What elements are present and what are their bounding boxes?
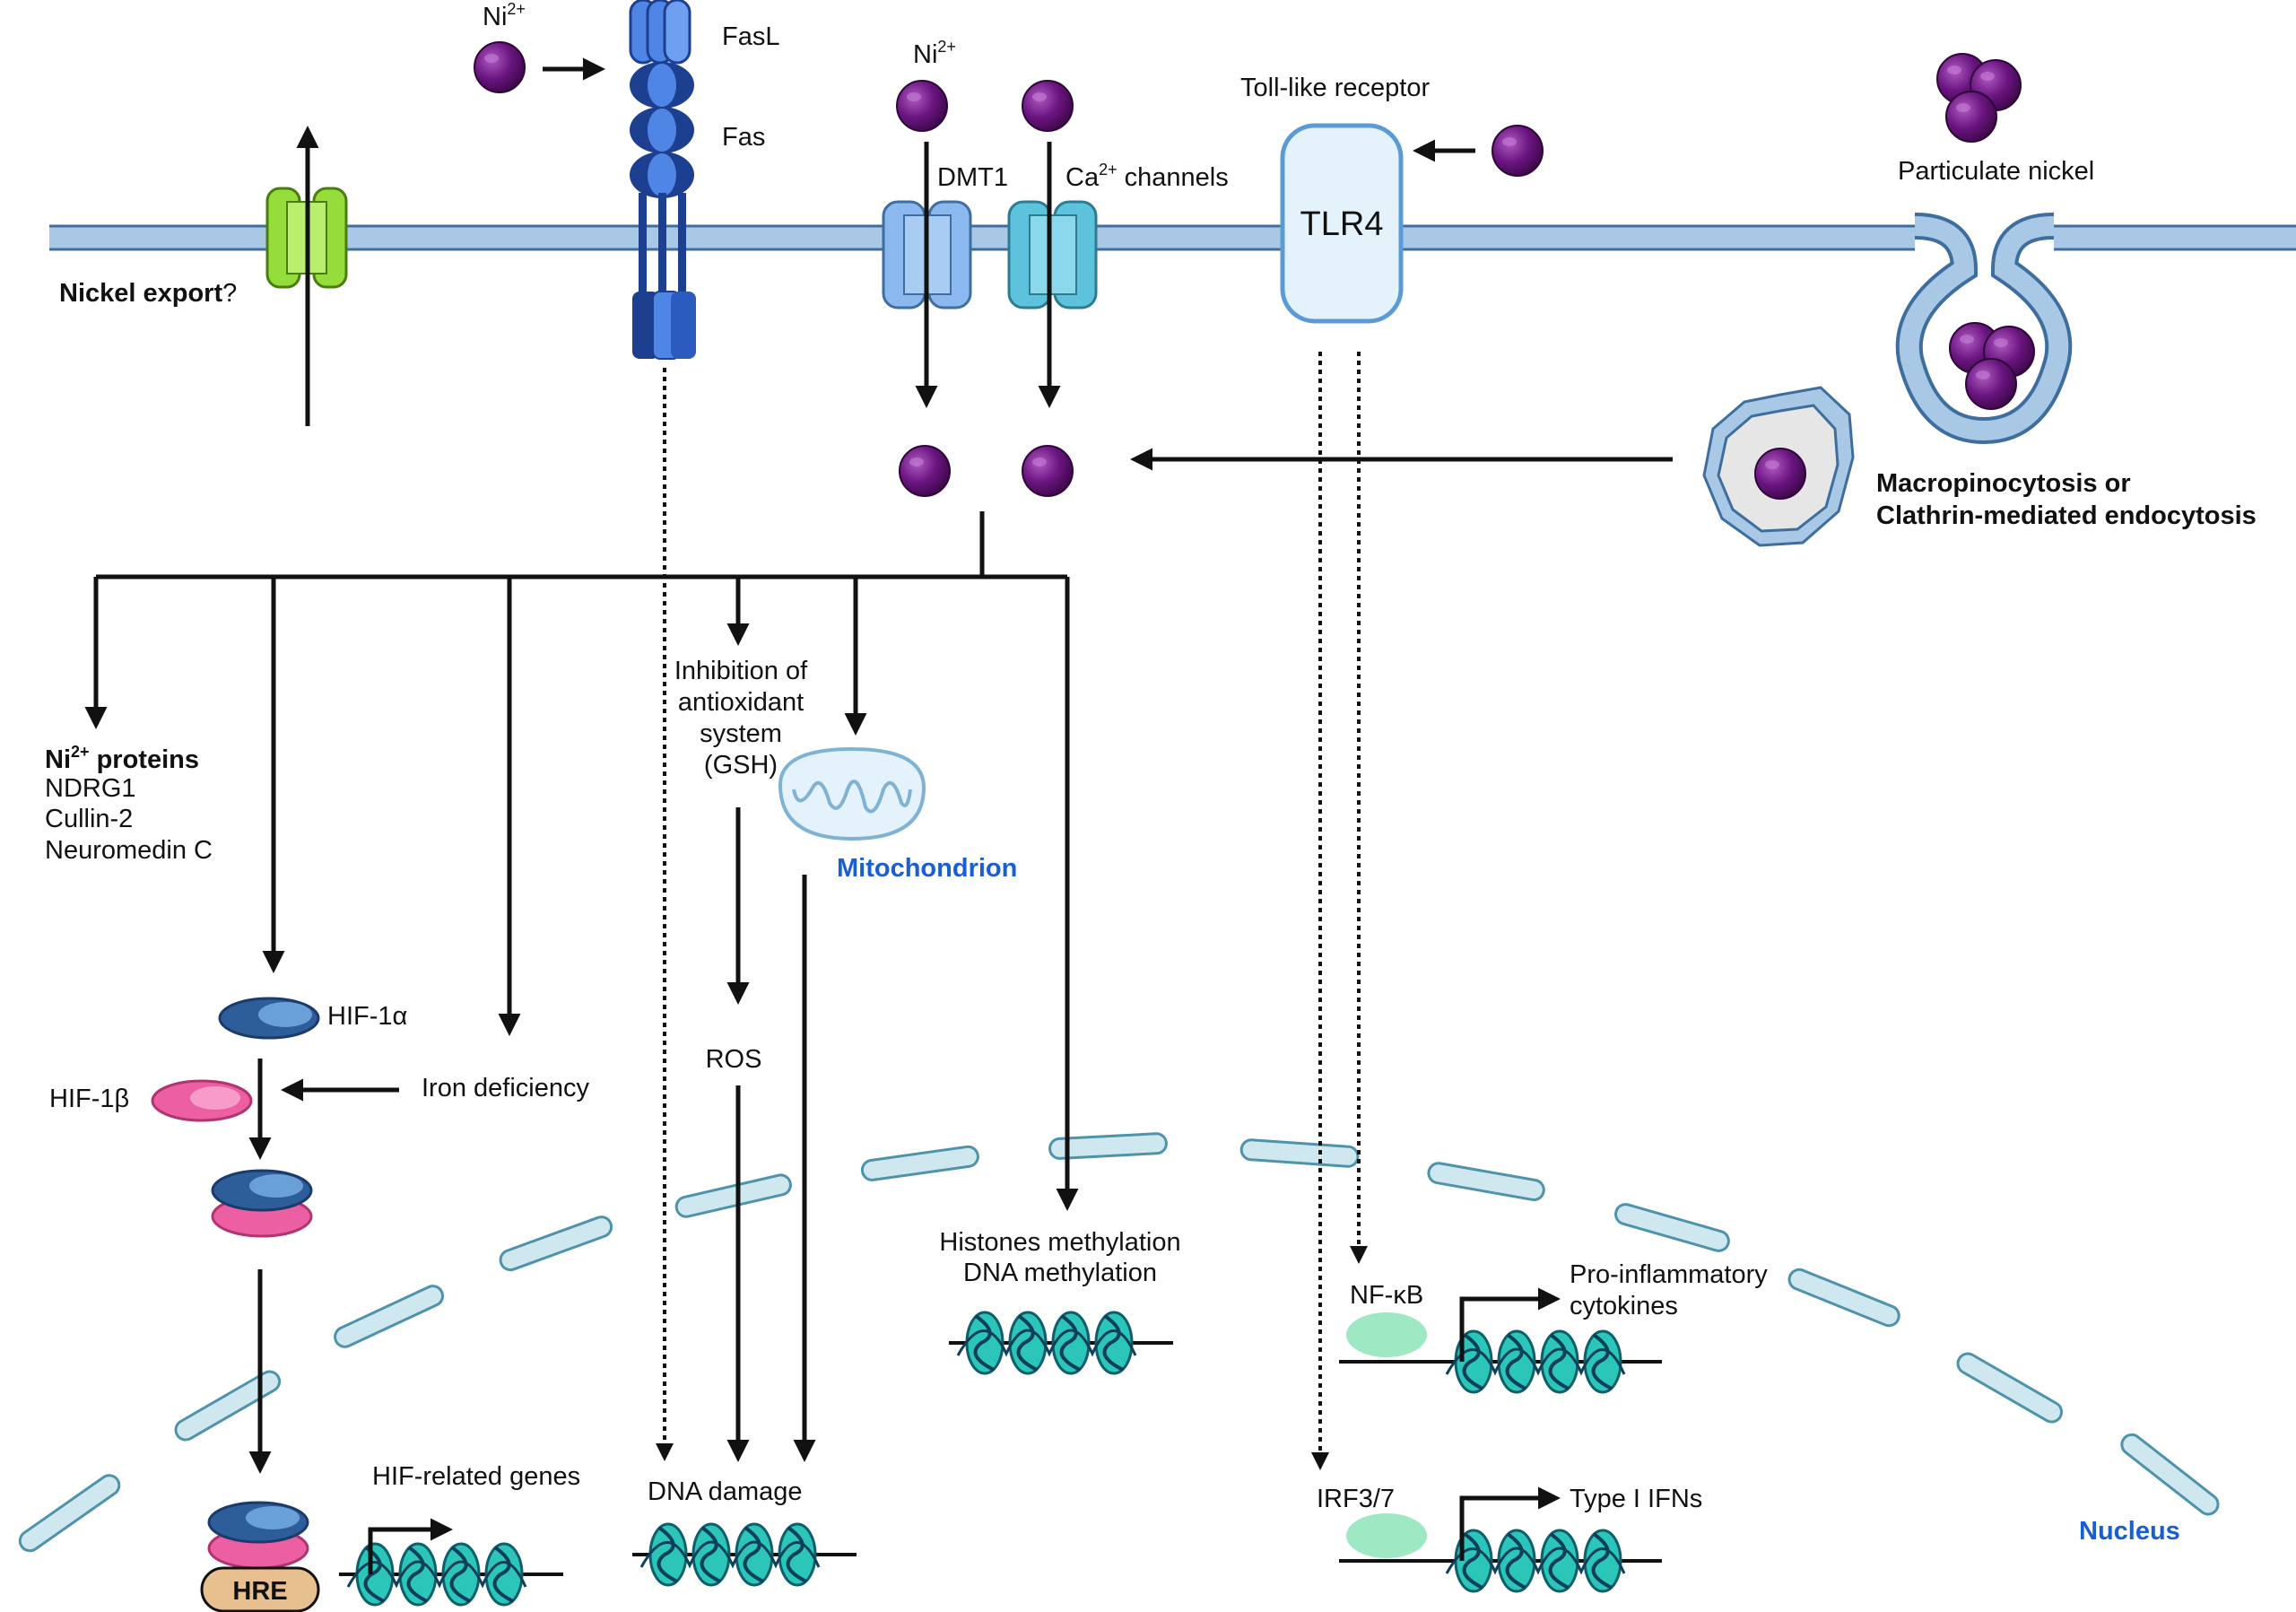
hre-label: HRE — [232, 1577, 287, 1606]
dna-damage-chromatin — [632, 1524, 857, 1585]
hif1a-label: HIF-1α — [327, 1002, 407, 1031]
inhibition-label-1: Inhibition of — [674, 657, 808, 685]
cullin-label: Cullin-2 — [45, 805, 133, 833]
type1-ifn-label: Type I IFNs — [1570, 1485, 1702, 1513]
epigenetic-chromatin — [949, 1312, 1173, 1373]
nickel-ion — [1492, 125, 1544, 177]
nickel-ion — [1022, 80, 1074, 132]
endosome-icon — [1702, 386, 1855, 547]
irf-protein — [1346, 1513, 1427, 1558]
hif-genes-label: HIF-related genes — [372, 1462, 580, 1491]
nfkb-protein — [1346, 1312, 1427, 1357]
hif1a-protein — [218, 997, 320, 1040]
nickel-ion — [896, 80, 948, 132]
fasl-label: FasL — [722, 22, 779, 51]
inhibition-label-4: (GSH) — [704, 751, 778, 780]
dna-damage-label: DNA damage — [648, 1477, 803, 1506]
nickel-export-channel — [265, 126, 348, 426]
hif-transcription-arrow — [368, 1518, 453, 1574]
nickel-particle — [1965, 358, 2017, 410]
tlr4-label: TLR4 — [1300, 205, 1384, 243]
cytokines-label: cytokines — [1570, 1292, 1678, 1320]
nfkb-label: NF-κB — [1350, 1281, 1423, 1310]
dna-methylation-label: DNA methylation — [963, 1259, 1157, 1287]
distribution-tree — [84, 511, 1079, 1211]
histone-methylation-label: Histones methylation — [939, 1228, 1180, 1257]
proinflammatory-label: Pro-inflammatory — [1570, 1260, 1768, 1289]
mitochondrion-icon — [778, 746, 926, 841]
mitochondrion-label: Mitochondrion — [837, 854, 1017, 883]
cytokine-gene-chromatin — [1438, 1331, 1662, 1392]
nfkb-transcription-arrow — [1459, 1287, 1561, 1362]
tlr-title-label: Toll-like receptor — [1240, 74, 1430, 102]
ni-dmt-label: Ni2+ — [913, 38, 956, 69]
fas-receptor — [474, 0, 696, 360]
nickel-export-label: Nickel export? — [59, 279, 237, 308]
nuclear-envelope — [18, 1132, 2220, 1553]
iron-deficiency-label: Iron deficiency — [422, 1074, 589, 1102]
irf-label: IRF3/7 — [1317, 1485, 1395, 1513]
nucleus-label: Nucleus — [2079, 1517, 2180, 1546]
ndrg1-label: NDRG1 — [45, 774, 136, 803]
nickel-ion — [1022, 445, 1074, 497]
nickel-particle — [1945, 91, 1997, 143]
irf-transcription-arrow — [1459, 1486, 1561, 1561]
hif1b-label: HIF-1β — [49, 1085, 129, 1113]
calcium-channel — [1007, 200, 1098, 309]
ni-proteins-heading: Ni2+ proteins — [45, 743, 199, 774]
ifn-gene-chromatin — [1438, 1530, 1662, 1591]
ros-label: ROS — [706, 1045, 762, 1074]
neuromedin-label: Neuromedin C — [45, 836, 213, 865]
hif-dimer — [211, 1169, 313, 1238]
nickel-ion — [474, 41, 526, 93]
plasma-membrane — [49, 213, 2296, 445]
fas-label: Fas — [722, 123, 765, 152]
macropinocytosis-label: Macropinocytosis or — [1876, 469, 2131, 498]
hif-hre-complex — [200, 1501, 320, 1612]
dmt1-label: DMT1 — [937, 163, 1008, 192]
inhibition-label-2: antioxidant — [678, 688, 804, 717]
nickel-ion — [899, 445, 951, 497]
endocytosis-label: Clathrin-mediated endocytosis — [1876, 501, 2257, 530]
inhibition-label-3: system — [700, 719, 782, 748]
tlr4-receptor — [1280, 123, 1404, 324]
hif1b-protein — [151, 1079, 253, 1122]
ni-top-label: Ni2+ — [483, 0, 526, 31]
particulate-nickel-label: Particulate nickel — [1898, 157, 2094, 186]
ca-channels-label: Ca2+ channels — [1065, 161, 1229, 192]
